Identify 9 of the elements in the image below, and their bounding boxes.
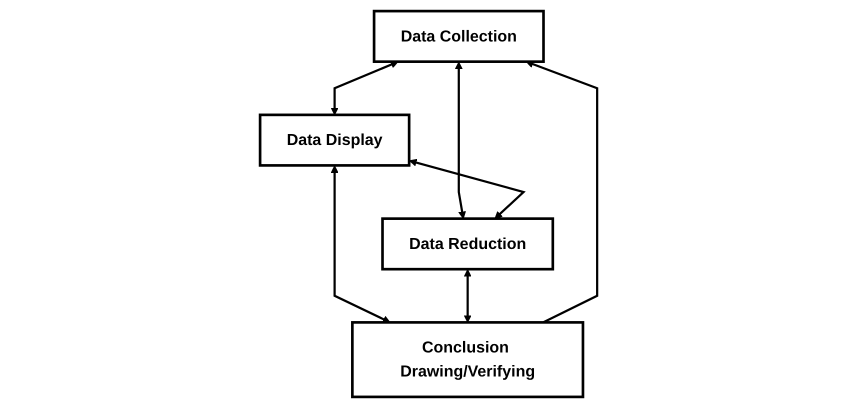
node-box: Conclusion Drawing/Verifying	[350, 320, 584, 398]
node-box: Data Collection	[372, 9, 545, 62]
node-box: Data Display	[258, 113, 410, 166]
arrow	[330, 164, 390, 322]
arrow	[409, 158, 526, 218]
node-box: Data Reduction	[381, 216, 554, 270]
arrow	[330, 60, 398, 115]
arrow	[454, 61, 466, 218]
arrow	[464, 268, 472, 322]
